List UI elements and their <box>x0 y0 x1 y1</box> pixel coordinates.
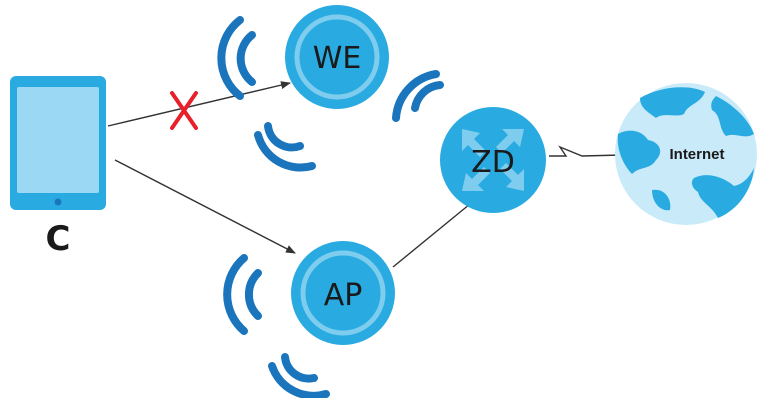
zd-device-icon <box>440 107 546 213</box>
zd-label: ZD <box>471 145 515 180</box>
client-label: C <box>46 219 71 259</box>
link-zd-to-internet <box>549 145 623 157</box>
ap-label: AP <box>324 278 363 313</box>
blocked-x-icon <box>170 91 198 130</box>
we-wifi-waves-icon <box>217 16 316 172</box>
ap-wifi-waves-icon <box>223 254 330 398</box>
we-device-icon <box>285 5 389 109</box>
zd-wifi-waves-icon <box>392 70 444 122</box>
client-tablet-icon <box>10 76 106 210</box>
we-label: WE <box>313 41 362 76</box>
ap-device-icon <box>291 241 395 345</box>
link-client-to-ap <box>114 159 296 254</box>
internet-label: Internet <box>669 146 724 163</box>
internet-globe-icon <box>615 83 757 225</box>
link-client-to-we <box>107 81 291 127</box>
link-ap-to-zd <box>392 203 471 268</box>
